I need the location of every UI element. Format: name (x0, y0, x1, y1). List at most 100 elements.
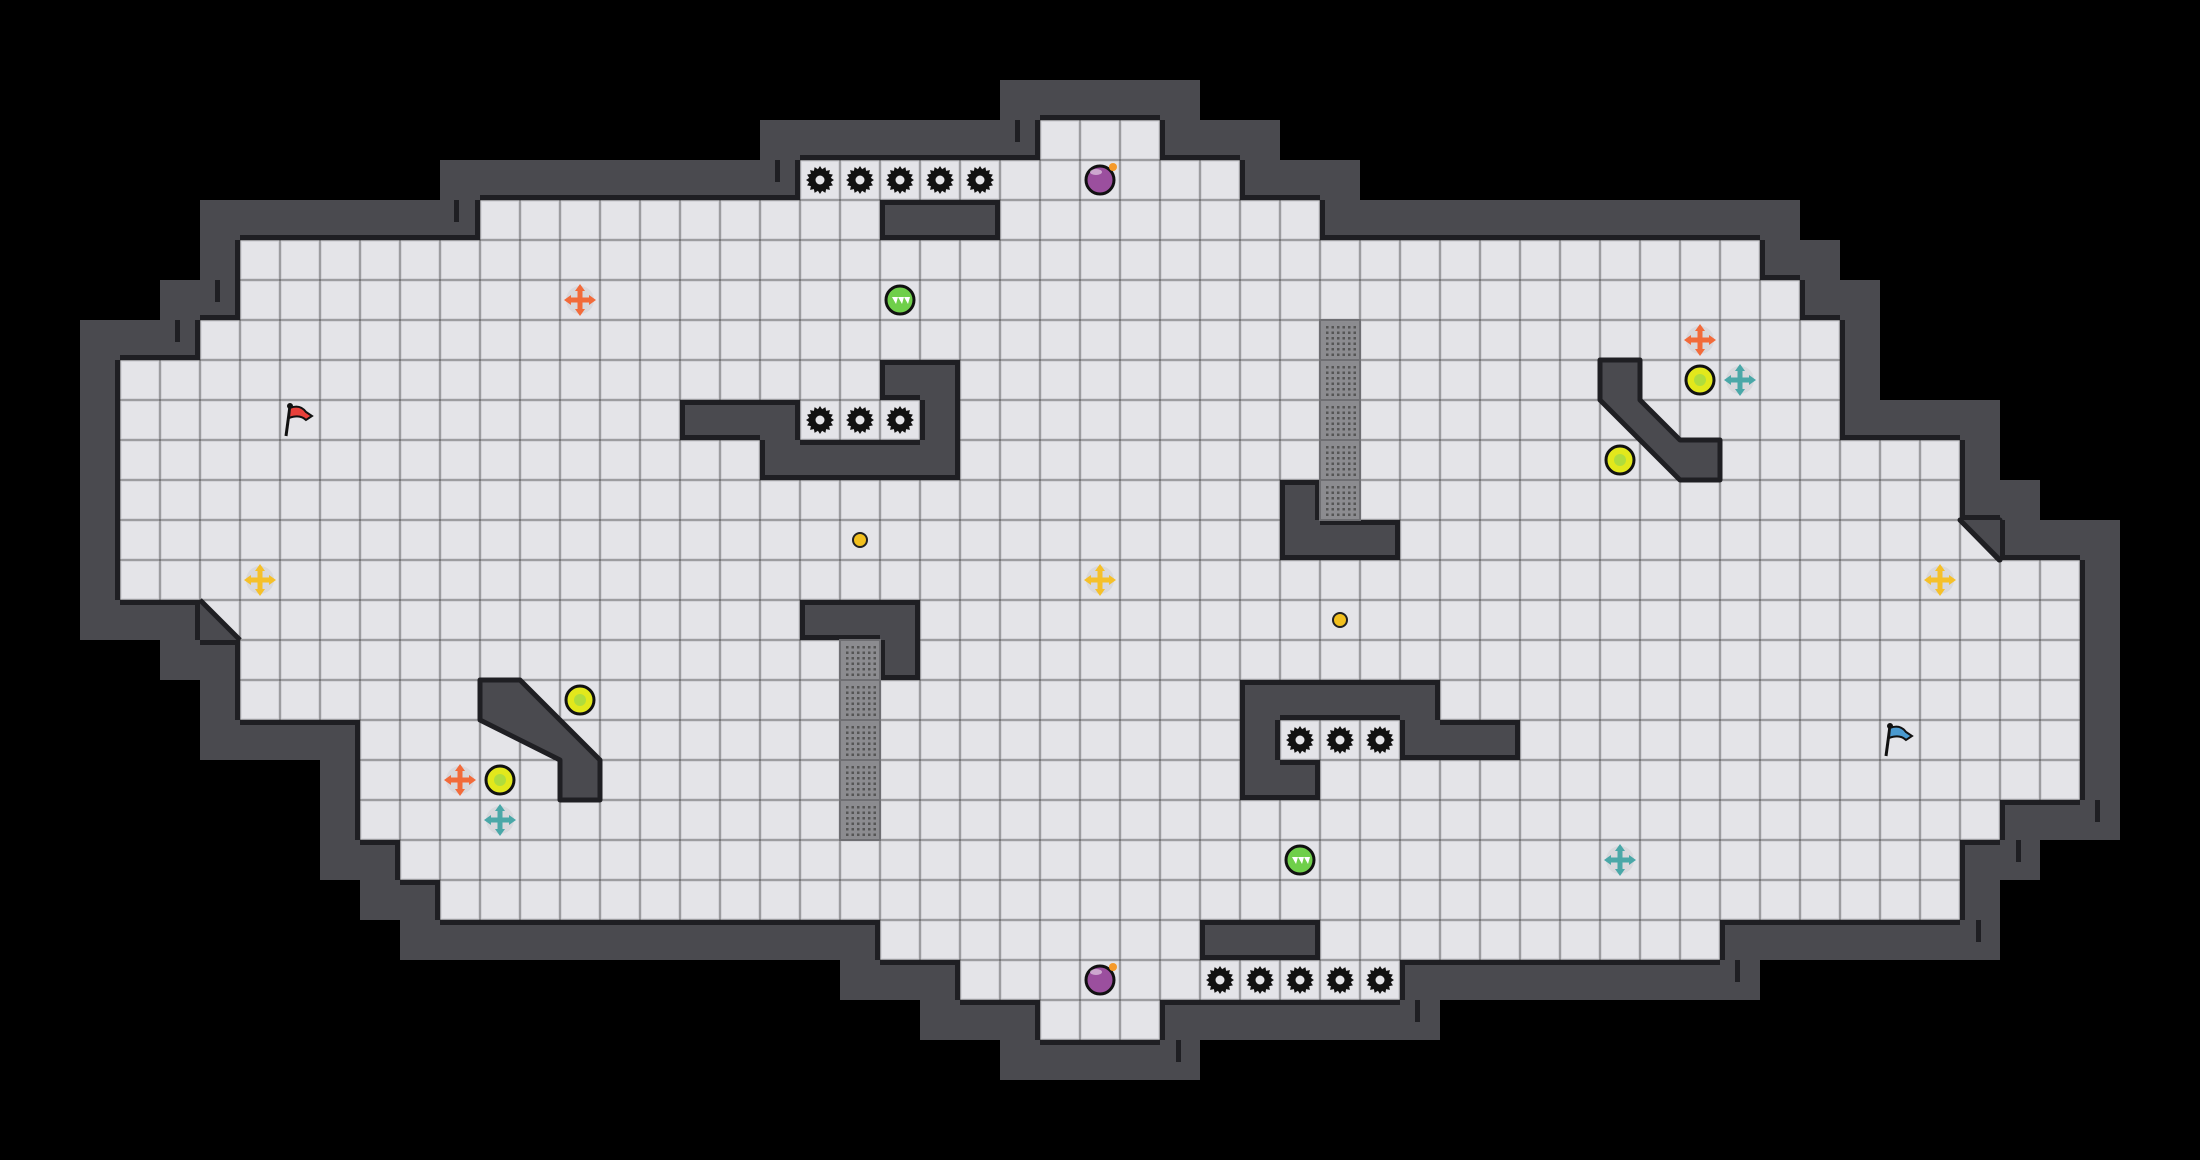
wall-block (1040, 1040, 1080, 1080)
floor-tile (960, 360, 1000, 400)
floor-tile (880, 760, 920, 800)
floor-tile (1480, 560, 1520, 600)
wall-block (1680, 200, 1720, 240)
wall-edge (1040, 115, 1080, 120)
floor-tile (1760, 800, 1800, 840)
spike-gear-icon (846, 166, 874, 194)
wall-block (1840, 920, 1880, 960)
wall-block (1560, 960, 1600, 1000)
wall-edge (1400, 680, 1440, 685)
floor-tile (720, 320, 760, 360)
floor-tile (800, 840, 840, 880)
floor-tile (440, 640, 480, 680)
floor-tile (1080, 200, 1120, 240)
floor-tile (1720, 280, 1760, 320)
floor-tile (960, 880, 1000, 920)
floor-tile (1640, 680, 1680, 720)
floor-tile (1720, 320, 1760, 360)
wall-edge (1960, 840, 2000, 845)
floor-tile (1360, 840, 1400, 880)
wall-block (1480, 720, 1520, 760)
floor-tile (1400, 320, 1440, 360)
floor-tile (1160, 240, 1200, 280)
move-cross-yellow-icon (244, 564, 276, 596)
wall-edge (1200, 955, 1240, 960)
floor-tile (280, 680, 320, 720)
floor-tile (920, 480, 960, 520)
wall-block (1960, 880, 2000, 920)
wall-block (1680, 960, 1720, 1000)
wall-edge (2080, 720, 2085, 760)
wall-block (920, 960, 960, 1000)
wall-edge (1480, 720, 1520, 725)
wall-edge (1520, 960, 1560, 965)
floor-tile (320, 360, 360, 400)
floor-tile (920, 280, 960, 320)
floor-tile (1760, 280, 1800, 320)
wall-edge (1360, 715, 1400, 720)
floor-tile (960, 240, 1000, 280)
floor-tile (360, 680, 400, 720)
floor-tile (1200, 760, 1240, 800)
metal-block (1319, 399, 1361, 441)
floor-tile (1800, 720, 1840, 760)
wall-slit (1176, 1040, 1181, 1062)
wall-edge (360, 840, 400, 845)
floor-tile (1680, 920, 1720, 960)
floor-tile (1120, 480, 1160, 520)
floor-tile (1160, 560, 1200, 600)
spike-gear-icon (1246, 966, 1274, 994)
floor-tile (1040, 440, 1080, 480)
floor-tile (1640, 880, 1680, 920)
spike-gear-icon (1366, 966, 1394, 994)
wall-edge (235, 680, 240, 720)
wall-block (1400, 720, 1440, 760)
floor-tile (1000, 160, 1040, 200)
wall-edge (880, 640, 885, 680)
floor-tile (400, 240, 440, 280)
floor-tile (1080, 640, 1120, 680)
floor-tile (1240, 560, 1280, 600)
wall-edge (640, 920, 680, 925)
floor-tile (1440, 640, 1480, 680)
floor-tile (1600, 480, 1640, 520)
floor-tile (360, 240, 400, 280)
floor-tile (1360, 560, 1400, 600)
floor-tile (1880, 600, 1920, 640)
wall-edge (680, 400, 685, 440)
floor-tile (440, 240, 480, 280)
red-flag-icon[interactable] (284, 403, 314, 437)
floor-tile (1600, 640, 1640, 680)
floor-tile (920, 640, 960, 680)
floor-tile (1520, 360, 1560, 400)
floor-tile (480, 840, 520, 880)
wall-block (1320, 200, 1360, 240)
floor-tile (1480, 760, 1520, 800)
floor-tile (800, 360, 840, 400)
wall-edge (920, 960, 960, 965)
floor-tile (1360, 760, 1400, 800)
floor-tile (240, 680, 280, 720)
wall-edge (2080, 760, 2085, 800)
floor-tile (440, 720, 480, 760)
floor-tile (680, 280, 720, 320)
wall-edge (955, 960, 960, 1000)
wall-edge (1840, 320, 1845, 360)
floor-tile (1960, 560, 2000, 600)
floor-tile (960, 840, 1000, 880)
floor-tile (1720, 440, 1760, 480)
wall-block (1960, 480, 2000, 520)
floor-tile (880, 320, 920, 360)
floor-tile (1080, 120, 1120, 160)
wall-block (1960, 840, 2000, 880)
floor-tile (1360, 360, 1400, 400)
metal-block (839, 679, 881, 721)
floor-tile (520, 760, 560, 800)
floor-tile (680, 200, 720, 240)
floor-tile (640, 400, 680, 440)
floor-tile (1440, 560, 1480, 600)
blue-flag-icon[interactable] (1884, 723, 1914, 757)
floor-tile (1840, 680, 1880, 720)
floor-tile (1320, 640, 1360, 680)
